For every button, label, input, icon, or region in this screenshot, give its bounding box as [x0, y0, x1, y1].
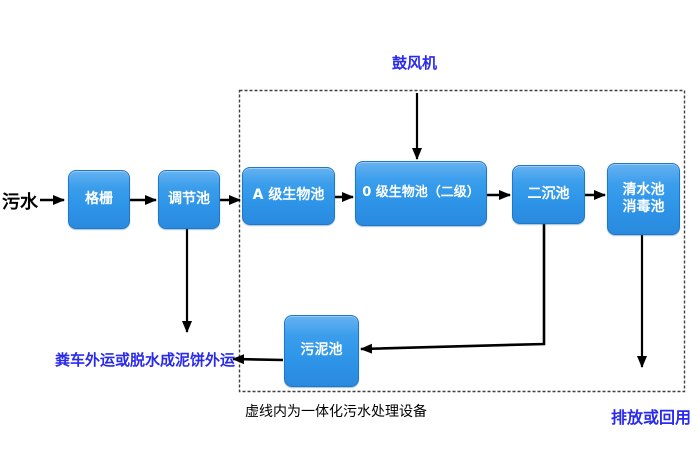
dashed-box-caption: 虚线内为一体化污水处理设备	[245, 404, 427, 420]
sludge-disposal-label: 粪车外运或脱水成泥饼外运	[55, 351, 236, 369]
node-grid-screen: 格栅	[68, 170, 130, 229]
blower-label: 鼓风机	[392, 54, 438, 72]
clear-water-tank-line1: 清水池	[622, 181, 665, 198]
clear-water-tank-line2: 消毒池	[622, 199, 665, 215]
node-o-bio-tank: 0 级生物池（二级）	[355, 161, 487, 226]
node-a-bio-tank: A 级生物池	[242, 167, 335, 225]
integrated-equipment-dashed-boundary	[238, 89, 686, 393]
source-label: 污水	[2, 192, 38, 213]
node-secondary-sedimentation-tank: 二沉池	[512, 165, 585, 224]
arrow-sludge-to-disposal	[232, 354, 284, 365]
discharge-or-reuse-label: 排放或回用	[611, 408, 692, 427]
node-sludge-tank: 污泥池	[284, 315, 359, 387]
node-clear-water-disinfection-tank: 清水池 消毒池	[607, 163, 680, 235]
arrow-secondary-to-sludge	[360, 223, 546, 354]
node-regulating-tank: 调节池	[158, 170, 220, 229]
